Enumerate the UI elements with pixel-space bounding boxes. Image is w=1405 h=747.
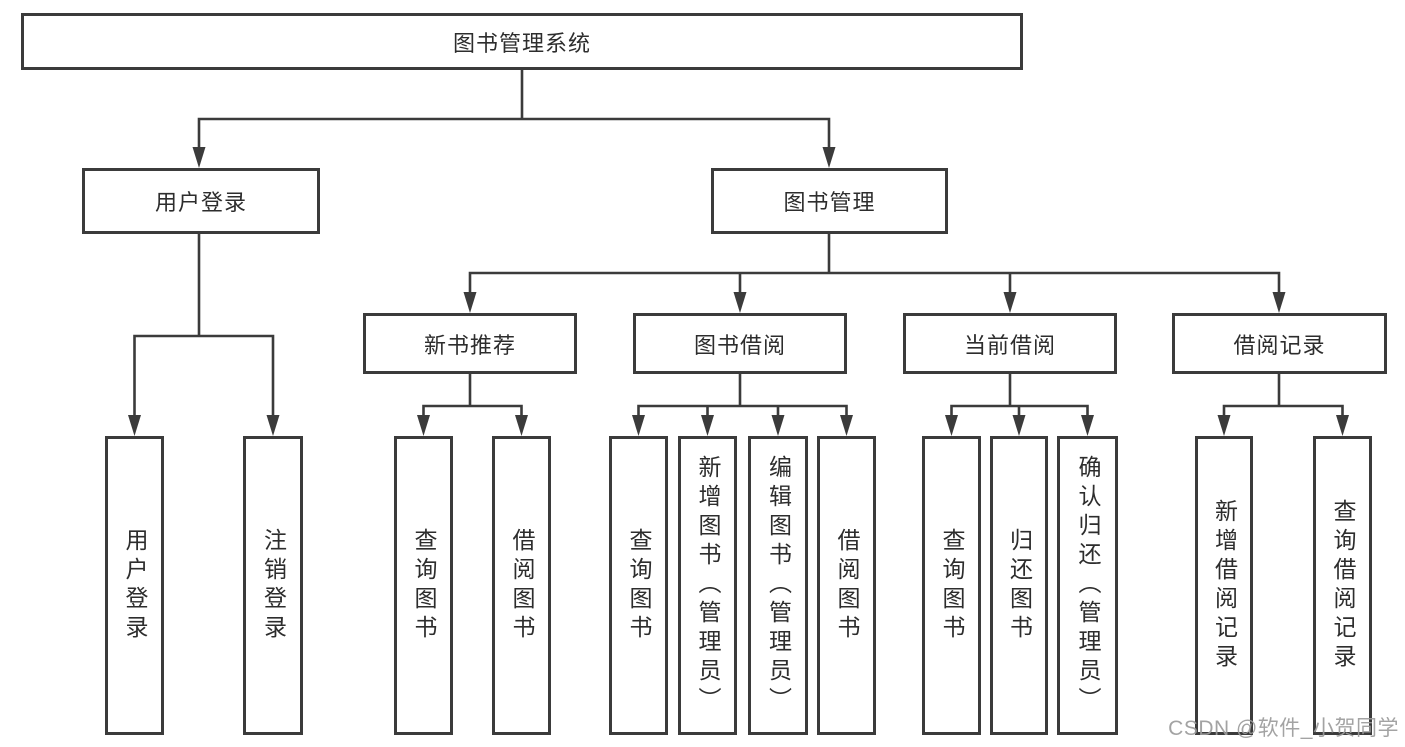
- node-borrow-records: 借阅记录: [1172, 313, 1387, 374]
- leaf-return-books: 归还图书: [990, 436, 1048, 735]
- leaf-logout: 注销登录: [243, 436, 303, 735]
- leaf-add-books-admin: 新增图书（管理员）: [678, 436, 737, 735]
- node-root: 图书管理系统: [21, 13, 1023, 70]
- node-user-login: 用户登录: [82, 168, 320, 234]
- node-current-borrow: 当前借阅: [903, 313, 1117, 374]
- leaf-query-books-recommend: 查询图书: [394, 436, 453, 735]
- leaf-query-books-borrow: 查询图书: [609, 436, 668, 735]
- node-book-borrow: 图书借阅: [633, 313, 847, 374]
- leaf-edit-books-admin: 编辑图书（管理员）: [748, 436, 808, 735]
- leaf-query-borrow-record: 查询借阅记录: [1313, 436, 1372, 735]
- leaf-confirm-return-admin: 确认归还（管理员）: [1057, 436, 1118, 735]
- watermark: CSDN @软件_小贺同学: [1168, 717, 1399, 740]
- leaf-query-books-current: 查询图书: [922, 436, 981, 735]
- node-book-management: 图书管理: [711, 168, 948, 234]
- node-new-book-recommend: 新书推荐: [363, 313, 577, 374]
- leaf-borrow-books: 借阅图书: [817, 436, 876, 735]
- leaf-add-borrow-record: 新增借阅记录: [1195, 436, 1253, 735]
- leaf-borrow-books-recommend: 借阅图书: [492, 436, 551, 735]
- leaf-user-login: 用户登录: [105, 436, 164, 735]
